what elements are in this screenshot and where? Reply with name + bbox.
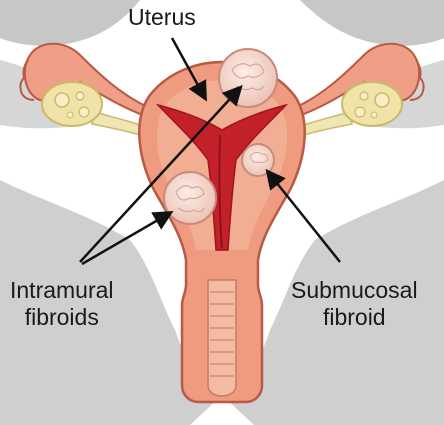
label-intramural-line1: Intramural (10, 277, 114, 304)
label-submucosal-line1: Submucosal (291, 277, 418, 304)
right-ovary-follicle (355, 107, 365, 117)
fibroid-fundus (219, 49, 277, 107)
right-ovary-follicle (375, 93, 389, 107)
label-intramural-line2: fibroids (10, 304, 114, 331)
label-uterus: Uterus (128, 4, 196, 31)
fibroid-submucosal (242, 144, 274, 176)
left-ovary-follicle (76, 92, 84, 100)
cervical-canal (208, 280, 236, 396)
arrow-submucosal (268, 172, 340, 262)
left-ovary (42, 82, 102, 126)
right-ovary-follicle (360, 92, 368, 100)
silhouette-upper-right (300, 0, 444, 46)
silhouette-upper-left (0, 0, 140, 46)
fibroid-left-wall (164, 172, 216, 224)
label-intramural-fibroids: Intramural fibroids (10, 277, 114, 331)
label-submucosal-fibroid: Submucosal fibroid (291, 277, 418, 331)
right-ovary-follicle (371, 112, 377, 118)
label-uterus-text: Uterus (128, 4, 196, 31)
left-ovary-follicle (55, 93, 69, 107)
label-submucosal-line2: fibroid (291, 304, 418, 331)
left-ovary-follicle (67, 112, 73, 118)
right-ovary (342, 82, 402, 126)
left-ovary-follicle (79, 107, 89, 117)
